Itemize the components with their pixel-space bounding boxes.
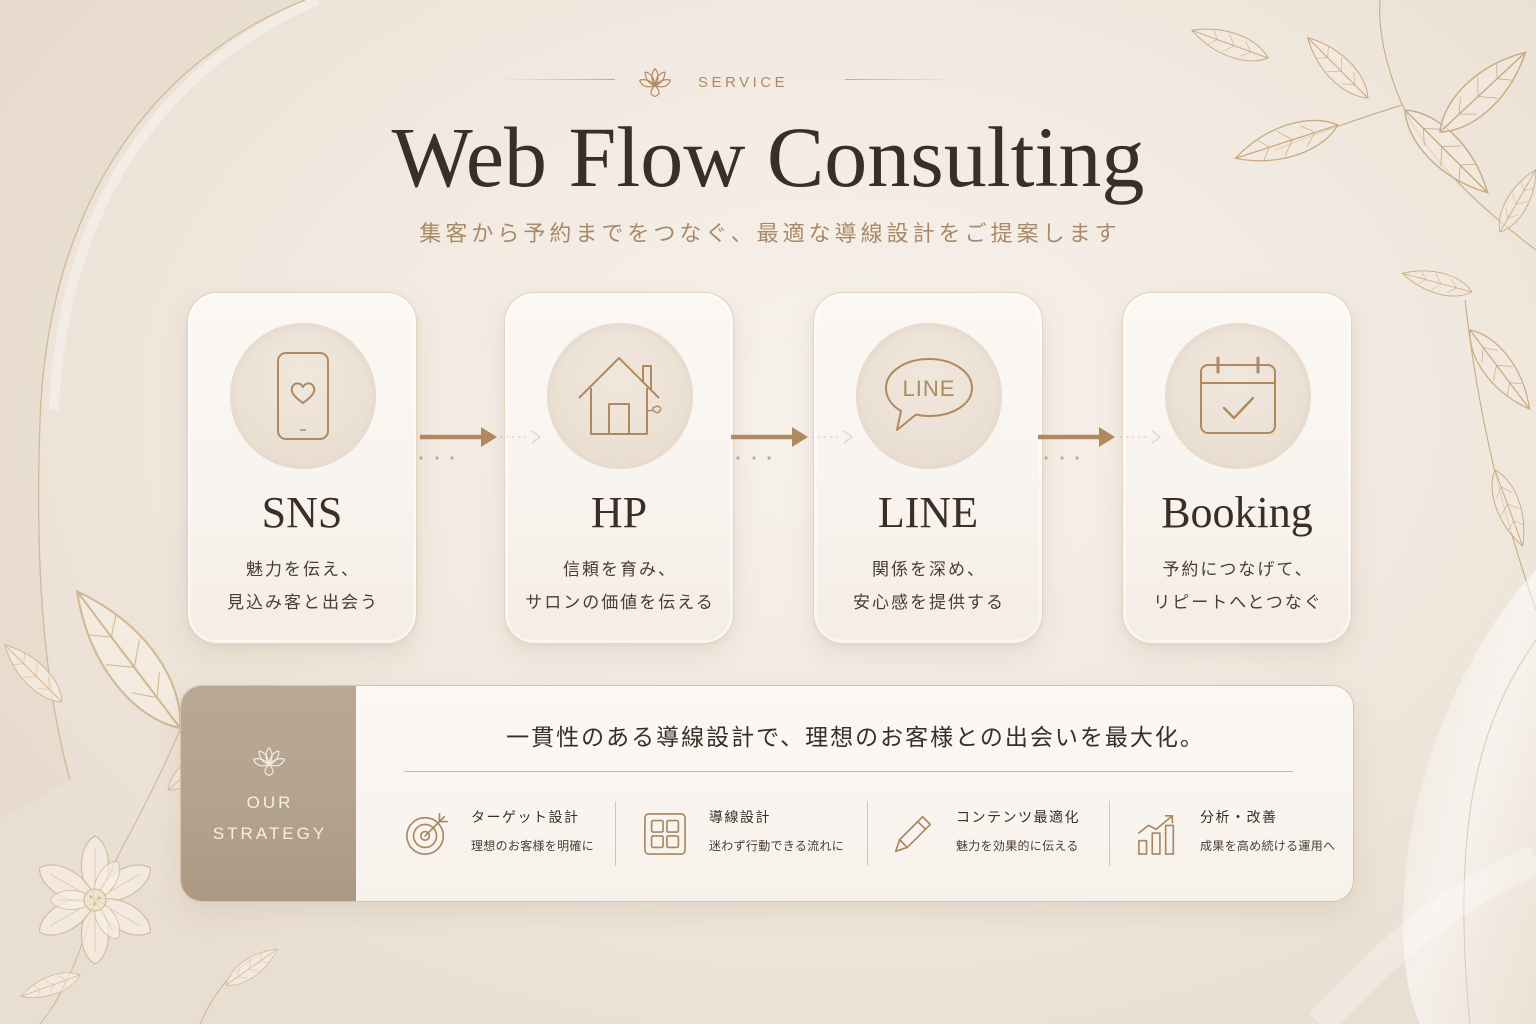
strategy-label-top: OUR	[246, 793, 294, 812]
strategy-item-separator	[867, 801, 868, 866]
icon-circle	[230, 323, 376, 469]
step-description-line: 関係を深め、	[872, 560, 986, 580]
house-icon	[578, 357, 662, 435]
eyebrow-divider-right	[845, 79, 960, 80]
calendar-check-icon	[1200, 356, 1276, 434]
flow-dots-icon	[419, 456, 454, 460]
pencil-icon	[894, 815, 932, 853]
step-card-hp: HP 信頼を育み、 サロンの価値を伝える	[504, 292, 734, 644]
flow-dots-icon	[736, 456, 771, 460]
layout-grid-icon	[644, 813, 686, 855]
strategy-box: OUR STRATEGY 一貫性のある導線設計で、理想のお客様との出会いを最大化…	[180, 685, 1354, 902]
step-description-line: 安心感を提供する	[853, 593, 1005, 613]
step-title: Booking	[1161, 488, 1313, 537]
strategy-item-icon	[1135, 811, 1181, 857]
strategy-item-separator	[615, 801, 616, 866]
section-eyebrow: SERVICE	[698, 74, 789, 91]
flow-arrow-icon	[1038, 427, 1115, 447]
step-description: 信頼を育み、 サロンの価値を伝える	[505, 554, 733, 620]
lotus-icon	[253, 746, 285, 776]
step-description-line: サロンの価値を伝える	[525, 593, 715, 613]
eyebrow-divider-left	[495, 79, 615, 80]
step-description-line: 信頼を育み、	[563, 560, 677, 580]
smartphone-heart-icon	[277, 352, 329, 440]
strategy-item-icon	[642, 811, 688, 857]
line-icon-label: LINE	[903, 376, 956, 401]
step-card-booking: Booking 予約につなげて、 リピートへとつなぐ	[1122, 292, 1352, 644]
growth-chart-icon	[1138, 815, 1175, 855]
icon-circle	[547, 323, 693, 469]
strategy-headline: 一貫性のある導線設計で、理想のお客様との出会いを最大化。	[506, 725, 1205, 751]
page-subtitle: 集客から予約までをつなぐ、最適な導線設計をご提案します	[419, 222, 1121, 247]
strategy-item-title: コンテンツ最適化	[956, 810, 1080, 826]
icon-circle: LINE	[856, 323, 1002, 469]
strategy-item-title: 導線設計	[709, 810, 771, 826]
strategy-item-desc: 成果を高め続ける運用へ	[1200, 839, 1336, 853]
step-description-line: 魅力を伝え、	[246, 560, 360, 580]
flow-arrow-trail-icon	[500, 430, 542, 444]
step-description-line: 予約につなげて、	[1162, 560, 1314, 580]
step-title: LINE	[877, 488, 979, 537]
icon-circle	[1165, 323, 1311, 469]
strategy-item-desc: 理想のお客様を明確に	[471, 839, 595, 853]
step-description: 魅力を伝え、 見込み客と出会う	[188, 554, 416, 620]
step-description-line: 見込み客と出会う	[227, 593, 379, 613]
strategy-label-panel: OUR STRATEGY	[181, 686, 356, 901]
strategy-item-icon	[890, 811, 936, 857]
page-title: Web Flow Consulting	[391, 109, 1145, 205]
flow-arrow-icon	[420, 427, 497, 447]
strategy-item-icon	[404, 811, 450, 857]
target-icon	[406, 813, 448, 855]
strategy-item-desc: 魅力を効果的に伝える	[956, 839, 1079, 853]
step-description: 関係を深め、 安心感を提供する	[814, 554, 1042, 620]
step-description-line: リピートへとつなぐ	[1153, 593, 1323, 613]
step-card-sns: SNS 魅力を伝え、 見込み客と出会う	[187, 292, 417, 644]
flow-arrow-icon	[731, 427, 808, 447]
step-description: 予約につなげて、 リピートへとつなぐ	[1123, 554, 1351, 620]
strategy-item-desc: 迷わず行動できる流れに	[709, 839, 845, 853]
strategy-divider	[404, 771, 1293, 772]
strategy-label-bottom: STRATEGY	[212, 824, 328, 843]
step-title: SNS	[261, 488, 343, 537]
lotus-icon	[639, 67, 671, 97]
step-title: HP	[590, 488, 648, 537]
flow-arrow-trail-icon	[812, 430, 854, 444]
strategy-item-separator	[1109, 801, 1110, 866]
line-chat-icon: LINE	[885, 358, 973, 431]
strategy-item-title: 分析・改善	[1200, 810, 1278, 826]
step-card-line: LINE LINE 関係を深め、 安心感を提供する	[813, 292, 1043, 644]
flow-arrow-trail-icon	[1120, 430, 1162, 444]
flow-dots-icon	[1044, 456, 1079, 460]
strategy-item-title: ターゲット設計	[471, 810, 580, 826]
